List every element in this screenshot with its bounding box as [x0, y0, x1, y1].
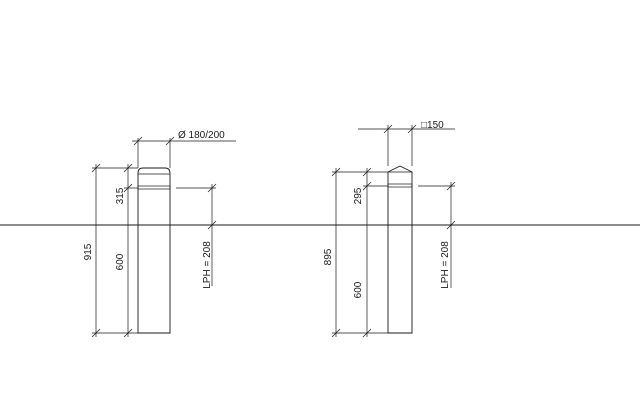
square-total-height-label: 895 [323, 248, 334, 265]
round-bollard-body [137, 167, 171, 334]
square-lph-dimension: LPH = 208 [418, 181, 456, 289]
square-bollard-reflective-band [387, 183, 413, 188]
square-lph-label: LPH = 208 [440, 241, 451, 289]
round-bollard-reflective-band [137, 185, 171, 190]
round-diameter-dimension: Ø 180/200 [132, 130, 236, 168]
square-bollard [387, 165, 413, 334]
round-diameter-label: Ø 180/200 [178, 130, 225, 141]
round-total-height-label: 915 [83, 243, 94, 260]
square-lower-height-label: 600 [353, 281, 364, 298]
round-lph-dimension: LPH = 208 [176, 183, 217, 289]
square-section-dimensions: 295 600 [353, 167, 372, 338]
round-section-dimensions: 315 600 [115, 163, 133, 338]
round-lph-label: LPH = 208 [202, 241, 213, 289]
square-size-dimension: □150 [358, 120, 455, 166]
round-extension-lines [92, 167, 138, 334]
square-upper-height-label: 295 [353, 187, 364, 204]
round-upper-height-label: 315 [115, 187, 126, 204]
square-size-label: □150 [421, 120, 444, 131]
square-bollard-body [387, 165, 413, 334]
round-total-height-dimension: 915 [83, 163, 101, 338]
round-lower-height-label: 600 [115, 253, 126, 270]
square-total-height-dimension: 895 [323, 167, 341, 338]
round-bollard [137, 167, 171, 334]
